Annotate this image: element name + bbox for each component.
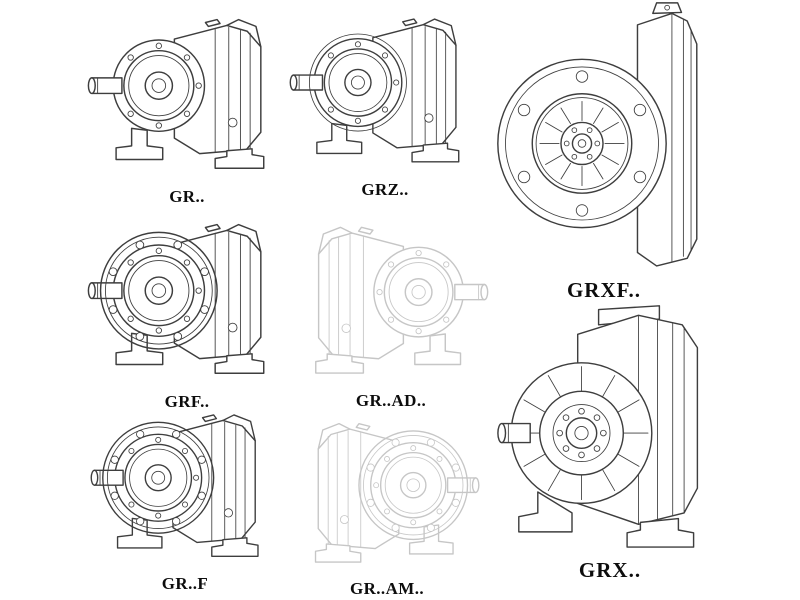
gr-gearbox-drawing: [87, 18, 265, 169]
gr-f-gearbox-drawing: [90, 414, 259, 557]
catalog-item-grf: GRF..: [85, 211, 289, 411]
gr-am-gearbox-drawing: [314, 422, 480, 563]
catalog-item-gr-am: GR..AM..: [292, 411, 482, 599]
catalog-item-gr-ad: GR..AD..: [291, 214, 491, 411]
gr-ad-label: GR..AD..: [355, 391, 427, 411]
gr-f-label: GR..F: [161, 573, 209, 593]
catalog-item-grz: GRZ..: [287, 6, 483, 199]
grf-label: GRF..: [164, 391, 210, 411]
catalog-item-grxf: GRXF..: [494, 0, 714, 302]
catalog-item-gr: GR..: [85, 6, 289, 206]
grx-gearbox-drawing: [497, 305, 699, 548]
catalog-item-gr-f: GR..F: [88, 402, 282, 594]
grz-label: GRZ..: [361, 179, 409, 199]
grx-label: GRX..: [578, 557, 642, 582]
catalog-item-grx: GRX..: [496, 302, 724, 582]
gr-am-label: GR..AM..: [349, 579, 425, 599]
grxf-label: GRXF..: [566, 278, 642, 303]
grz-gearbox-drawing: [289, 18, 460, 163]
gr-ad-gearbox-drawing: [315, 226, 489, 374]
grf-gearbox-drawing: [87, 223, 265, 374]
gr-label: GR..: [169, 186, 205, 206]
grxf-gearbox-drawing: [497, 2, 698, 267]
